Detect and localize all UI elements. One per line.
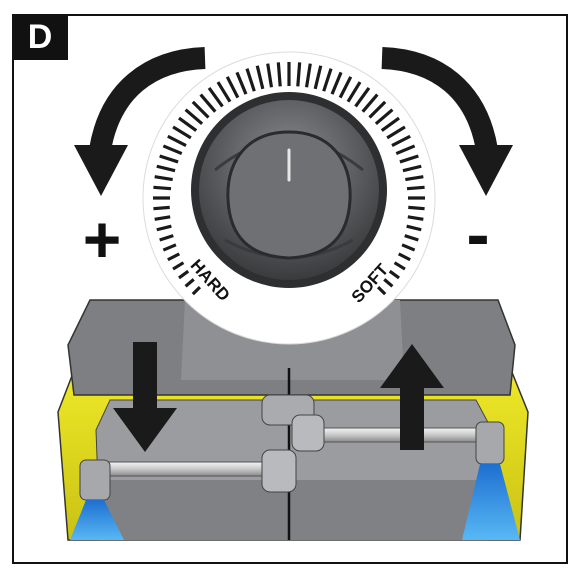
dial-tick [405, 175, 424, 182]
curved-arrow-counterclockwise-icon [74, 47, 206, 196]
dial-tick [399, 154, 419, 164]
dial-tick [338, 76, 353, 99]
dial-tick [255, 65, 265, 90]
dial-tick [361, 93, 379, 113]
dial-tick [191, 100, 210, 119]
dial-tick [406, 224, 422, 232]
panel-letter: D [12, 14, 68, 60]
dial-tick [156, 164, 176, 173]
spray-right [462, 464, 520, 540]
dial-tick [154, 175, 173, 182]
curved-arrow-clockwise-icon [381, 47, 513, 196]
hardness-dial[interactable]: HARD SOFT [142, 51, 436, 345]
dial-tick [408, 205, 425, 211]
dial-tick [156, 224, 172, 232]
dial-tick [313, 65, 323, 90]
dial-tick [162, 144, 183, 156]
spray-arm-right [291, 414, 520, 540]
dial-tick [245, 68, 256, 92]
dial-tick [330, 71, 343, 95]
dial-tick [368, 100, 387, 119]
dial-tick [276, 62, 282, 87]
dial-tick [199, 93, 217, 113]
dial-tick [383, 278, 394, 288]
dial-tick [178, 269, 190, 280]
arrow-up-icon [380, 344, 444, 450]
dial-tick [407, 215, 424, 221]
dial-tick [172, 125, 192, 140]
dial-tick [380, 116, 400, 132]
dial-tick [178, 116, 198, 132]
dial-tick [153, 185, 172, 191]
dial-tick [207, 87, 224, 108]
dial-tick [167, 252, 181, 262]
dial-tick [402, 164, 422, 173]
arrow-down-icon [113, 342, 177, 452]
dial-tick [184, 278, 195, 288]
minus-sign: - [466, 195, 489, 273]
dial-tick [391, 134, 411, 147]
dial-tick-marks [153, 62, 425, 296]
dial-tick [401, 243, 416, 252]
dial-tick [154, 215, 171, 221]
dial-tick [386, 125, 406, 140]
dial-tick [304, 63, 312, 88]
dial-tick [172, 261, 185, 271]
dial-tick [406, 185, 425, 191]
dial-tick [354, 87, 371, 108]
dial-tick [296, 62, 302, 87]
dial-tick [266, 63, 274, 88]
dial-tick [397, 252, 411, 262]
dial-tick [322, 68, 333, 92]
dial-tick [159, 154, 179, 164]
dial-tick [374, 108, 394, 126]
dial-tick [225, 76, 240, 99]
dial-tick [216, 81, 232, 103]
dial-tick [153, 205, 170, 211]
dial-tick [191, 285, 202, 296]
dial-tick [393, 261, 406, 271]
dial-tick [404, 234, 419, 242]
dial-knob [226, 130, 352, 260]
spray-arm-left [70, 449, 297, 540]
dial-tick [376, 285, 387, 296]
dial-tick [235, 71, 248, 95]
dial-tick [346, 81, 362, 103]
dial-tick [395, 144, 416, 156]
dial-tick [184, 108, 204, 126]
plus-sign: + [83, 202, 122, 276]
dial-tick [167, 134, 187, 147]
spray-left [70, 500, 124, 540]
dial-tick [388, 269, 400, 280]
dial-tick [162, 243, 177, 252]
dial-tick [159, 234, 174, 242]
